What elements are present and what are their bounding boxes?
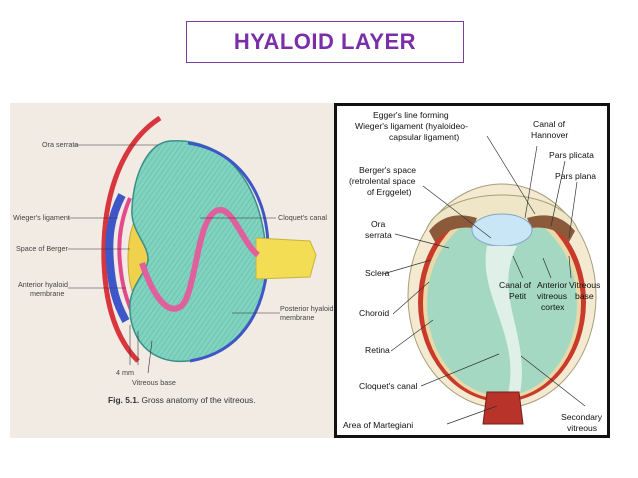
- label-posterior-hyaloid-2: membrane: [280, 313, 314, 322]
- cloquets-canal-curve: [139, 207, 261, 312]
- page-title: HYALOID LAYER: [233, 29, 417, 54]
- label-cloquets-canal: Cloquet's canal: [278, 213, 327, 222]
- label-bergers-2: (retrolental space: [349, 176, 416, 186]
- label-cloquets: Cloquet's canal: [359, 381, 418, 391]
- label-choroid: Choroid: [359, 308, 389, 318]
- label-eggers-1: Egger's line forming: [373, 110, 449, 120]
- label-vitreous-base-1: Vitreous: [569, 280, 600, 290]
- sclera-arc: [101, 115, 162, 363]
- label-ora-serrata: Ora serrata: [42, 140, 78, 149]
- left-eye-diagram: Ora serrata Wieger's ligament Space of B…: [13, 115, 334, 405]
- figure-caption: Fig. 5.1. Gross anatomy of the vitreous.: [108, 395, 256, 405]
- label-secondary-1: Secondary: [561, 412, 603, 422]
- anterior-layer-pink: [117, 197, 136, 318]
- label-space-of-berger: Space of Berger: [16, 244, 69, 253]
- label-pars-plana: Pars plana: [555, 171, 596, 181]
- label-hannover-2: Hannover: [531, 130, 568, 140]
- right-eye-diagram: Egger's line forming Wieger's ligament (…: [343, 110, 603, 433]
- ciliary-body-left: [429, 215, 477, 242]
- label-bergers-3: of Erggelet): [367, 187, 412, 197]
- figure-caption-text: Gross anatomy of the vitreous.: [139, 395, 255, 405]
- label-anterior-hyaloid-2: membrane: [30, 289, 64, 298]
- leader-vitreous-base: [147, 340, 153, 374]
- label-retina: Retina: [365, 345, 390, 355]
- label-wiegers-ligament: Wieger's ligament: [13, 213, 70, 222]
- label-petit-1: Canal of: [499, 280, 532, 290]
- optic-nerve: [255, 237, 317, 280]
- right-figure-panel: Egger's line forming Wieger's ligament (…: [334, 103, 610, 438]
- label-ant-vitreous-2: vitreous: [537, 291, 567, 301]
- left-figure-panel: Ora serrata Wieger's ligament Space of B…: [10, 103, 336, 438]
- cornea-blue: [105, 193, 130, 323]
- ciliary-body-right: [527, 215, 575, 242]
- label-pars-plicata: Pars plicata: [549, 150, 594, 160]
- label-eggers-3: capsular ligament): [389, 132, 459, 142]
- label-hannover-1: Canal of: [533, 119, 566, 129]
- label-bergers-1: Berger's space: [359, 165, 416, 175]
- label-ora-2: serrata: [365, 230, 392, 240]
- label-eggers-2: Wieger's ligament (hyaloideo-: [355, 121, 468, 131]
- figure-caption-bold: Fig. 5.1.: [108, 395, 139, 405]
- label-anterior-hyaloid-1: Anterior hyaloid: [18, 280, 68, 289]
- label-sclera: Sclera: [365, 268, 390, 278]
- title-box: HYALOID LAYER: [186, 21, 464, 63]
- label-ant-vitreous-1: Anterior: [537, 280, 567, 290]
- label-vitreous-base: Vitreous base: [132, 378, 176, 387]
- label-martegiani: Area of Martegiani: [343, 420, 413, 430]
- label-vitreous-base-2: base: [575, 291, 594, 301]
- label-posterior-hyaloid-1: Posterior hyaloid: [280, 304, 334, 313]
- label-4mm: 4 mm: [116, 368, 134, 377]
- label-ant-vitreous-3: cortex: [541, 302, 565, 312]
- label-secondary-2: vitreous: [567, 423, 597, 433]
- label-petit-2: Petit: [509, 291, 527, 301]
- cloquets-canal-band: [485, 246, 522, 398]
- optic-nerve: [482, 391, 524, 425]
- label-ora-1: Ora: [371, 219, 386, 229]
